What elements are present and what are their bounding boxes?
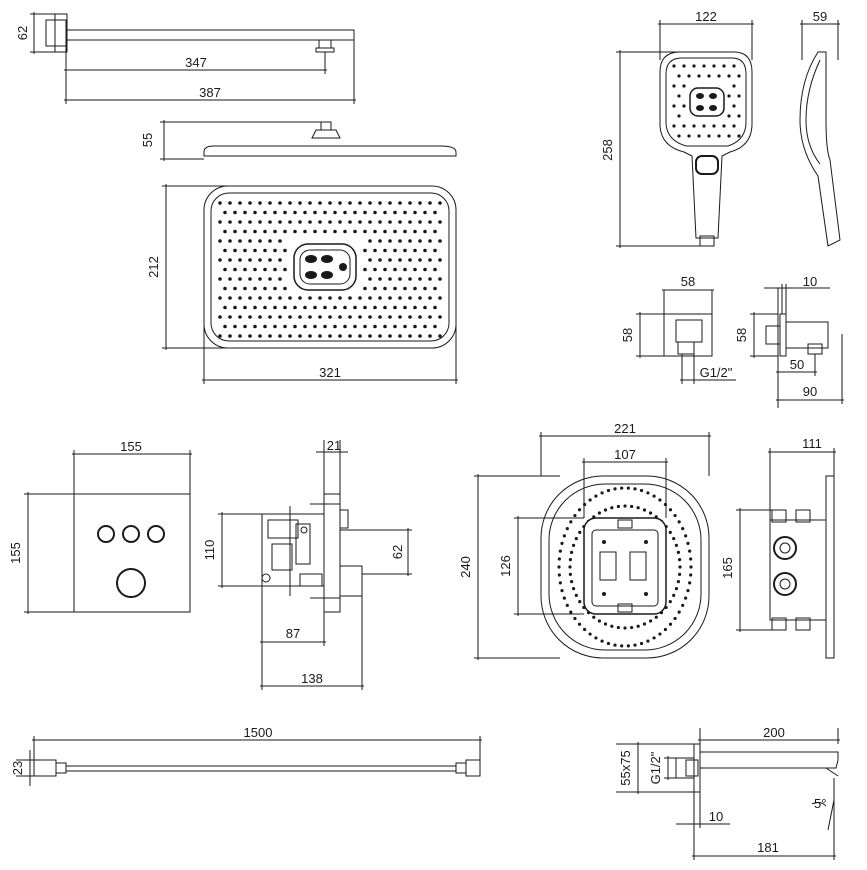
spout-length-dim: 200: [763, 725, 785, 740]
panel-plate-thickness-dim: 21: [327, 438, 341, 453]
outlet-height-dim: 58: [620, 328, 635, 342]
hand-shower-length-dim: 258: [600, 139, 615, 161]
box-height-dim: 240: [458, 556, 473, 578]
spout-drawing: 200 55x75 G1/2" 10 181 5°: [616, 725, 840, 860]
outlet-thread-dim: G1/2": [700, 365, 733, 380]
outlet-plate: [663, 313, 713, 357]
arm-wall-plate: [54, 13, 68, 53]
box-side-drawing: 111 165: [720, 436, 836, 659]
panel-width-dim: 155: [120, 439, 142, 454]
spout-thread-dim: G1/2": [648, 751, 663, 784]
box-inner-frame: [583, 517, 667, 615]
panel-knob: [116, 568, 146, 598]
arm-length-dim: 387: [199, 85, 221, 100]
outlet-body: [785, 321, 829, 349]
hose-diameter-dim: 23: [10, 761, 25, 775]
outlet-depth-dim: 90: [803, 384, 817, 399]
hand-shower-outline: [659, 51, 753, 239]
outlet-spacing-dim: 62: [390, 545, 405, 559]
hand-shower-side-drawing: 59: [799, 9, 841, 247]
spout-projection-dim: 181: [757, 840, 779, 855]
hand-shower-front-drawing: 122 258: [600, 9, 754, 248]
panel-side-plate: [323, 493, 341, 613]
arm-wall-flange: [45, 19, 67, 47]
wall-outlet-front-drawing: 58 58 G1/2": [620, 274, 736, 384]
rain-head-inner: [210, 192, 450, 342]
rain-head-top-drawing: 212 321: [146, 184, 458, 384]
box-inlet-top: [773, 536, 797, 560]
valve-body: [261, 513, 325, 587]
outlet-side-height-dim: 58: [734, 328, 749, 342]
outlet-offset-dim: 50: [790, 357, 804, 372]
box-outer: [540, 475, 710, 659]
rain-head-side-drawing: 55: [140, 120, 457, 161]
rain-head-profile: [203, 145, 457, 157]
rain-head-thickness-dim: 55: [140, 133, 155, 147]
wall-outlet-side-drawing: 10 58 50 90: [734, 274, 844, 408]
box-front-drawing: 221 107 240 126: [458, 421, 711, 660]
arm-tube: [65, 29, 355, 41]
hand-shower-side-outline: [799, 51, 841, 247]
shower-arm-drawing: 62 347 387: [15, 12, 356, 104]
rain-head-outer: [203, 185, 457, 349]
outlet-width-dim: 58: [681, 274, 695, 289]
outlet-wall-gap-dim: 10: [803, 274, 817, 289]
hose-length-dim: 1500: [244, 725, 273, 740]
box-width-dim: 221: [614, 421, 636, 436]
panel-plate: [73, 493, 191, 613]
arm-reach-dim: 347: [185, 55, 207, 70]
panel-total-depth-dim: 138: [301, 671, 323, 686]
spout-plate: [693, 743, 701, 793]
spout-wall-gap-dim: 10: [709, 809, 723, 824]
spout-angle-dim: 5°: [814, 796, 826, 811]
box-inlet-bottom: [773, 572, 797, 596]
panel-height-dim: 155: [8, 542, 23, 564]
box-side-height-dim: 165: [720, 557, 735, 579]
box-side-body: [769, 519, 827, 621]
valve-body-depth-dim: 87: [286, 626, 300, 641]
hand-shower-depth-dim: 59: [813, 9, 827, 24]
center-nozzle-dots: [305, 255, 347, 279]
rain-head-depth-dim: 212: [146, 256, 161, 278]
spout-section-dim: 55x75: [618, 750, 633, 785]
arm-connector: [318, 39, 332, 49]
panel-button-1: [97, 525, 115, 543]
box-inner-height-dim: 126: [498, 555, 513, 577]
rain-head-width-dim: 321: [319, 365, 341, 380]
hand-shower-nozzles: [672, 64, 741, 138]
rain-head-nozzles: [218, 201, 442, 338]
hose-drawing: 1500 23: [10, 725, 482, 786]
valve-body-height-dim: 110: [202, 540, 217, 561]
box-holes: [557, 486, 693, 648]
panel-button-3: [147, 525, 165, 543]
control-panel-front-drawing: 155 155: [8, 439, 192, 614]
box-depth-dim: 111: [802, 436, 822, 451]
box-inner-width-dim: 107: [614, 447, 636, 462]
spout-body: [699, 751, 839, 769]
panel-button-2: [122, 525, 140, 543]
hand-shower-button: [695, 155, 719, 175]
hand-shower-width-dim: 122: [695, 9, 717, 24]
control-panel-side-drawing: 21 110 62 87 138: [202, 438, 412, 690]
arm-height-dim: 62: [15, 26, 30, 40]
